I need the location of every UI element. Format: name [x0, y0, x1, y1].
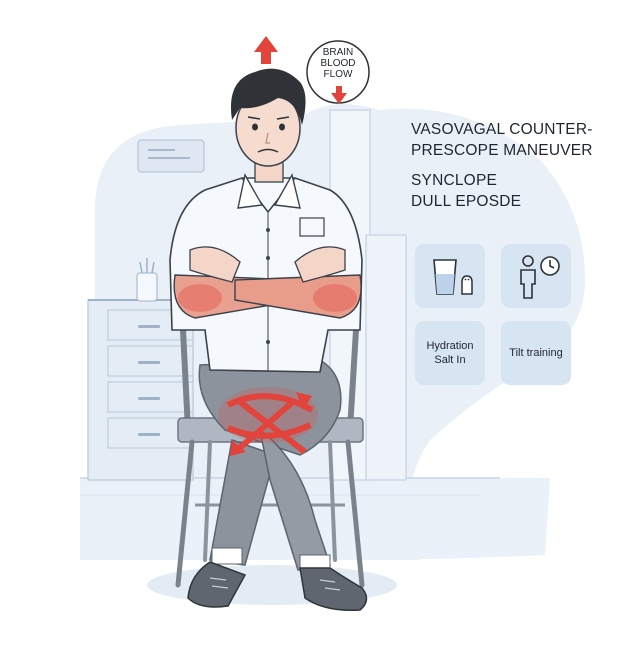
hydration-icon-card [415, 244, 485, 308]
knee-pressure-icon [218, 387, 318, 456]
crossed-arms [173, 246, 362, 319]
torso [169, 173, 363, 373]
head [230, 68, 306, 183]
arrow-up-icon [254, 36, 278, 64]
salt-intake-label: Salt In [434, 354, 466, 366]
arrow-down-icon [331, 86, 347, 104]
water-glass-icon [433, 259, 457, 295]
tilt-training-label: Tilt training [509, 347, 563, 359]
title-line-1: VASOVAGAL COUNTER- [411, 121, 593, 138]
title-line-2: PRESCOPE MANEUVER [411, 142, 593, 159]
page-title: VASOVAGAL COUNTER- PRESCOPE MANEUVER [411, 119, 593, 161]
tilt-training-card: Tilt training [501, 321, 571, 385]
wall-picture [137, 139, 205, 173]
page-subtitle: SYNCLOPE DULL EPOSDE [411, 170, 521, 212]
bubble-line-1: BRAIN [322, 47, 354, 58]
salt-shaker-icon [461, 275, 473, 295]
bubble-line-2: BLOOD [320, 58, 356, 69]
standing-person-icon [520, 255, 536, 299]
bubble-line-3: FLOW [323, 69, 353, 80]
brain-blood-flow-bubble [306, 40, 370, 104]
subtitle-line-2: DULL EPOSDE [411, 193, 522, 210]
tilt-training-icon-card [501, 244, 571, 308]
hydration-label: Hydration [426, 340, 474, 352]
subtitle-line-1: SYNCLOPE [411, 172, 498, 189]
brain-blood-flow-label: BRAIN BLOOD FLOW [309, 47, 367, 80]
hydration-card: Hydration Salt In [415, 321, 485, 385]
clock-icon [540, 256, 560, 276]
